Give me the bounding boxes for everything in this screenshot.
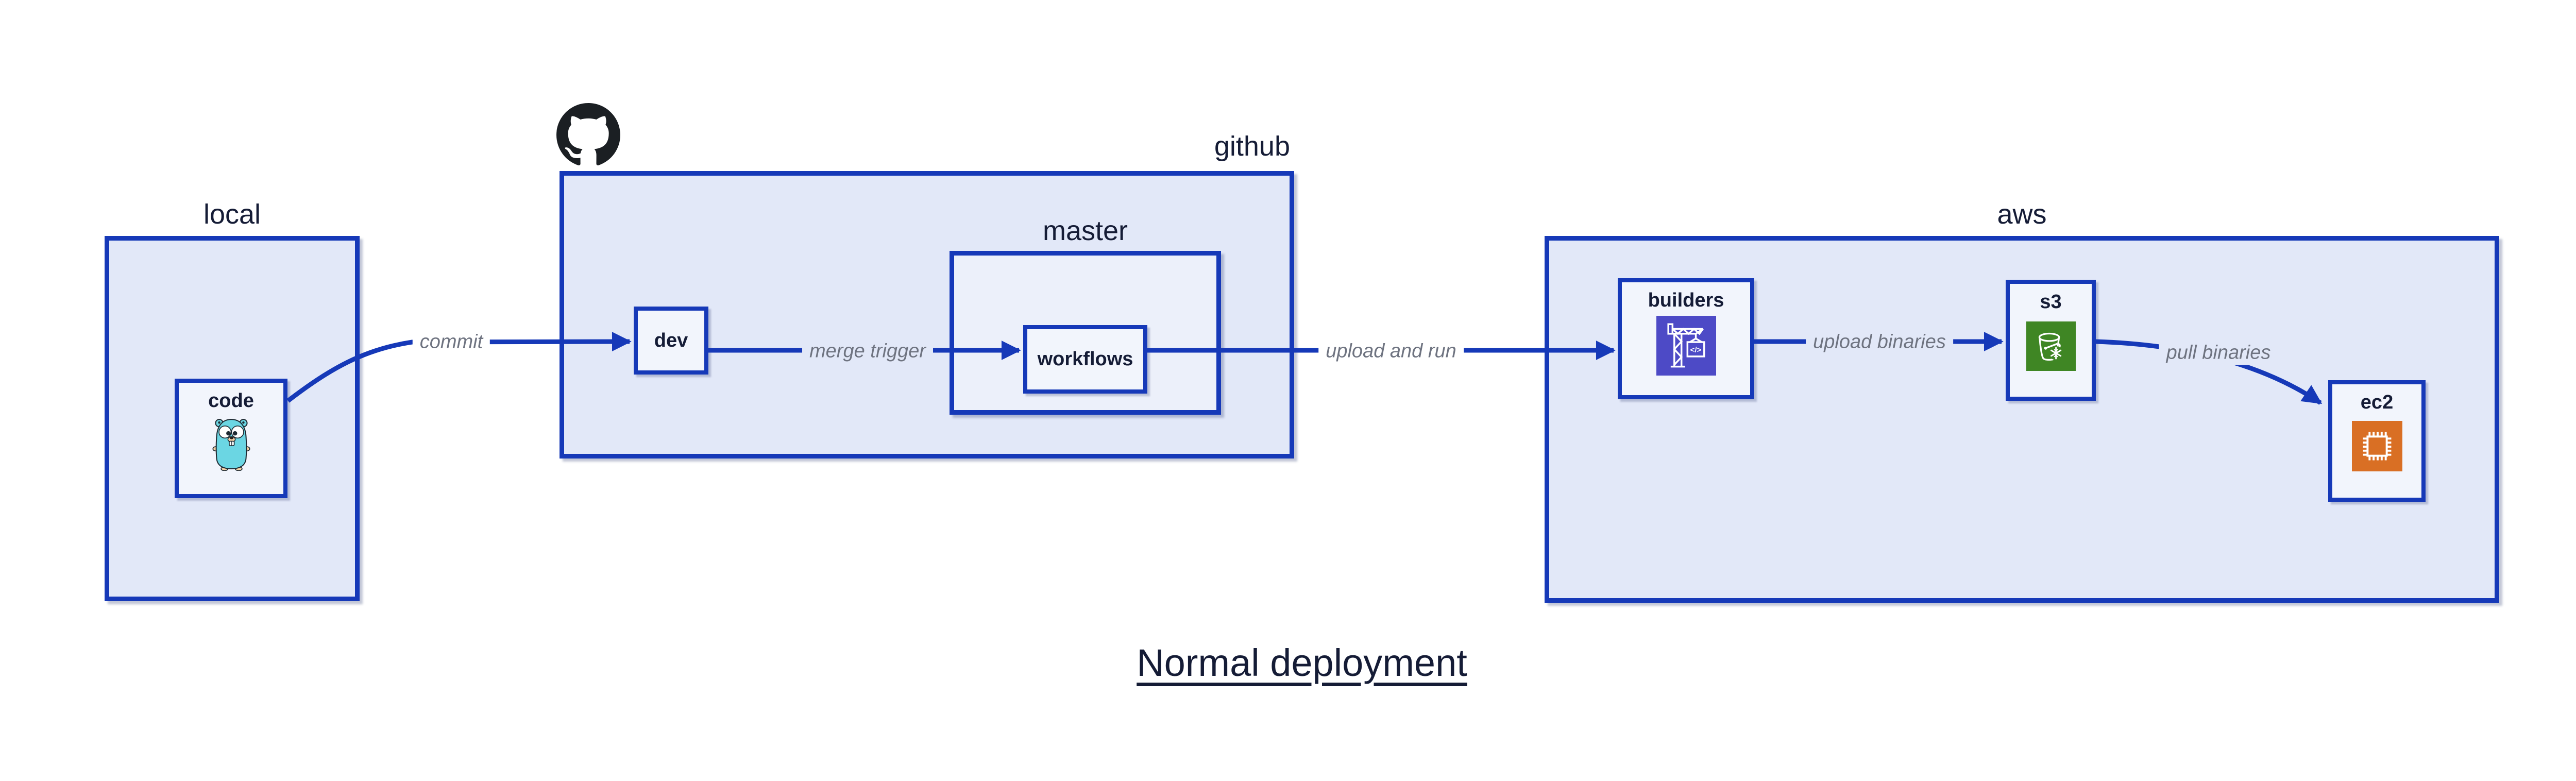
aws-codebuild-crane-icon: </> bbox=[1656, 316, 1716, 376]
node-workflows-label: workflows bbox=[1037, 348, 1133, 370]
node-s3-label: s3 bbox=[2040, 291, 2062, 313]
edge-label-upload-binaries: upload binaries bbox=[1806, 330, 1953, 354]
node-s3: s3 bbox=[2006, 280, 2096, 401]
diagram-title: Normal deployment bbox=[1137, 641, 1467, 684]
github-octocat-logo-icon bbox=[556, 103, 620, 165]
node-builders-label: builders bbox=[1648, 290, 1724, 311]
aws-s3-glacier-bucket-icon bbox=[2026, 321, 2076, 371]
node-dev: dev bbox=[634, 307, 708, 375]
node-dev-label: dev bbox=[654, 329, 688, 351]
panel-github-label: github bbox=[1214, 131, 1290, 162]
go-gopher-icon bbox=[212, 419, 250, 471]
code-glyph: </> bbox=[1690, 346, 1701, 354]
node-ec2-label: ec2 bbox=[2360, 392, 2394, 413]
aws-ec2-chip-icon bbox=[2351, 421, 2402, 471]
edge-label-upload-and-run: upload and run bbox=[1318, 339, 1464, 364]
node-ec2: ec2 bbox=[2328, 380, 2426, 502]
panel-aws-label: aws bbox=[1997, 199, 2047, 230]
edge-label-merge-trigger: merge trigger bbox=[802, 339, 933, 364]
node-code: code bbox=[175, 379, 287, 498]
node-builders: builders </> bbox=[1618, 278, 1754, 399]
edge-label-pull-binaries: pull binaries bbox=[2159, 341, 2278, 365]
node-code-label: code bbox=[208, 390, 254, 412]
edge-label-commit: commit bbox=[412, 330, 490, 354]
node-workflows: workflows bbox=[1023, 325, 1147, 394]
panel-local-label: local bbox=[203, 199, 261, 230]
panel-master-label: master bbox=[1042, 215, 1128, 246]
